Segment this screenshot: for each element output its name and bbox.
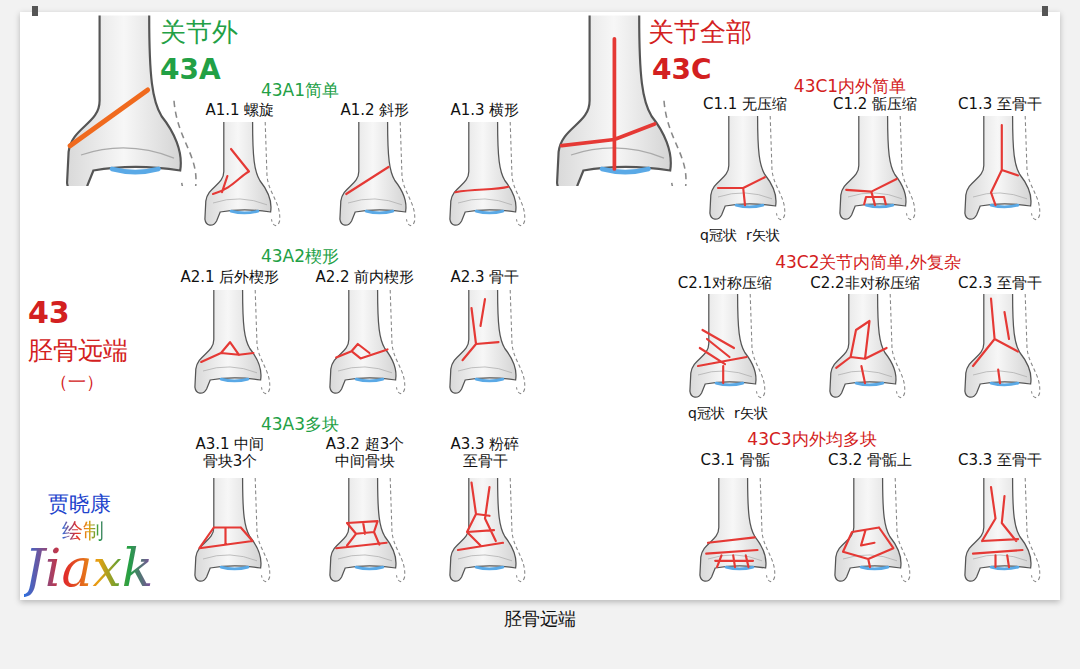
pin [1042, 6, 1048, 16]
panel-a1-3 [450, 122, 525, 226]
panel-c3-2 [835, 478, 910, 582]
label-text: A1.2 斜形 [341, 102, 410, 119]
label-text: 43C3内外均多块 [747, 430, 876, 450]
label-text: Jiaxk [24, 540, 159, 601]
label-text: C1.3 至骨干 [958, 96, 1042, 113]
label-text: 43C2关节内简单,外复杂 [775, 253, 961, 273]
label-text: （一） [50, 372, 104, 393]
label-text: r矢状 [734, 405, 768, 421]
label-text: C3.1 骨骺 [700, 452, 769, 469]
label-text: 贾晓康 [48, 492, 111, 516]
label-text: 43A1简单 [261, 81, 339, 101]
label-text: 43C1内外简单 [794, 77, 906, 97]
label-text: A2.2 前内楔形 [316, 269, 415, 286]
panel-a1-2 [340, 122, 415, 226]
label-text: 关节外 [160, 18, 238, 48]
label-text: A1.3 横形 [451, 102, 520, 119]
panel-c1-2 [840, 116, 915, 220]
label-text: A3.3 粉碎 至骨干 [448, 436, 522, 471]
caption: 胫骨远端 [504, 609, 576, 630]
label-text: q冠状 [700, 227, 737, 243]
pin [32, 6, 38, 16]
label-text: 43A [160, 54, 221, 86]
label-text: 43A2楔形 [261, 247, 339, 267]
panel-a2-3 [450, 290, 525, 394]
panel-a2-1 [195, 290, 270, 394]
label-text: 胫骨远端 [28, 337, 128, 366]
label-text: A2.1 后外楔形 [181, 269, 280, 286]
label-text: A3.2 超3个 中间骨块 [325, 436, 405, 471]
panel-a3-3 [450, 478, 525, 582]
label-text: C2.1对称压缩 [678, 275, 772, 292]
panel-a3-2 [330, 478, 405, 582]
panel-c2-3 [965, 294, 1040, 398]
panel-c1-1 [710, 116, 785, 220]
panel-a2-2 [330, 290, 405, 394]
label-text: 43 [28, 296, 70, 331]
label-text: r矢状 [746, 227, 780, 243]
panel-a3-1 [195, 478, 270, 582]
label-text: 43A3多块 [261, 415, 339, 435]
label-text: C3.3 至骨干 [958, 452, 1042, 469]
panel-c1-3 [965, 116, 1040, 220]
panel-c3-3 [965, 478, 1040, 582]
panel-c2-1 [690, 294, 765, 398]
label-text: C2.3 至骨干 [958, 275, 1042, 292]
label-text: 43C [652, 54, 712, 86]
label-text: C1.2 骺压缩 [833, 96, 917, 113]
label-text: C2.2非对称压缩 [810, 275, 919, 292]
label-text: C3.2 骨骺上 [828, 452, 912, 469]
label-text: A2.3 骨干 [451, 269, 520, 286]
label-text: C1.1 无压缩 [703, 96, 787, 113]
label-text: A1.1 螺旋 [206, 102, 275, 119]
panel-c2-2 [830, 294, 905, 398]
label-text: 关节全部 [648, 18, 752, 48]
panel-c3-1 [700, 478, 775, 582]
panel-a1-1 [205, 122, 280, 226]
label-text: q冠状 [688, 405, 725, 421]
label-text: A3.1 中间 骨块3个 [193, 436, 267, 471]
